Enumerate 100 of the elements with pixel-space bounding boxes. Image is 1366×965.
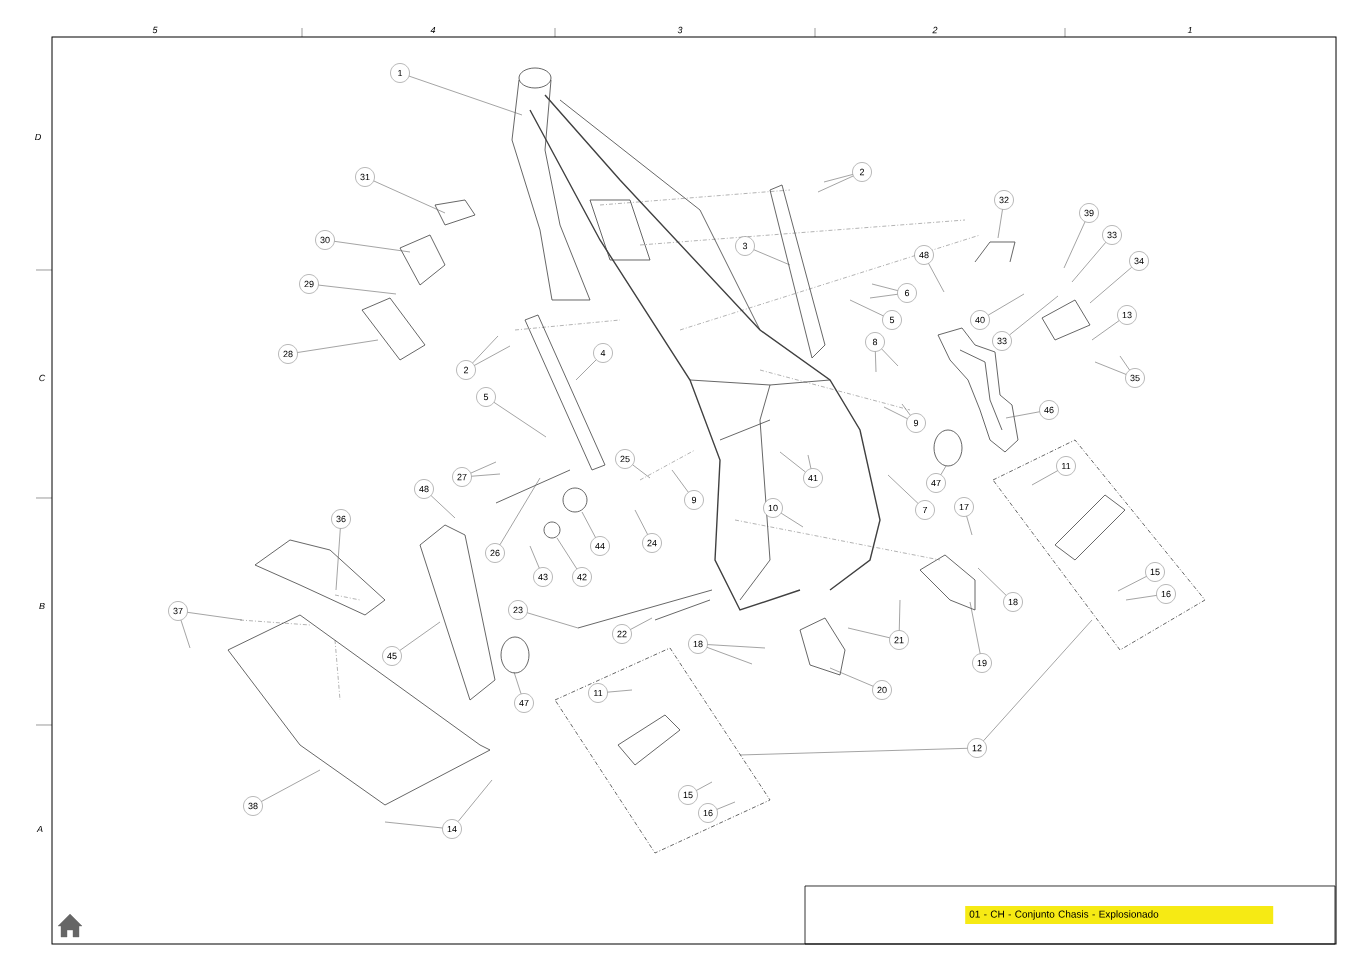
leader-line <box>753 249 791 266</box>
callout-number: 30 <box>315 230 335 250</box>
callout-number: 24 <box>642 533 662 553</box>
leader-line <box>671 469 689 493</box>
grid-label: 4 <box>430 26 436 34</box>
grid-label: 5 <box>152 26 158 34</box>
leader-line <box>297 339 379 353</box>
leader-line <box>983 619 1093 742</box>
leader-line <box>634 509 648 535</box>
leader-line <box>1119 355 1130 371</box>
leader-line <box>408 75 523 116</box>
callout-number: 3 <box>735 236 755 256</box>
leader-line <box>829 667 874 687</box>
leader-line <box>1125 595 1157 601</box>
leader-line <box>575 359 597 381</box>
grid-label: 2 <box>932 26 938 34</box>
leader-line <box>869 294 898 299</box>
callout-number: 19 <box>972 653 992 673</box>
leader-line <box>817 175 854 193</box>
leader-line <box>887 474 919 504</box>
callout-number: 17 <box>954 497 974 517</box>
leader-line <box>457 779 493 822</box>
callout-number: 15 <box>1145 562 1165 582</box>
leader-line <box>1089 267 1132 304</box>
leader-line <box>471 473 501 477</box>
callout-number: 47 <box>514 693 534 713</box>
leader-line <box>632 464 651 479</box>
leader-line <box>977 567 1007 596</box>
callout-number: 42 <box>572 567 592 587</box>
leader-line <box>881 348 899 367</box>
callout-number: 7 <box>915 500 935 520</box>
callout-number: 9 <box>684 490 704 510</box>
callout-number: 29 <box>299 274 319 294</box>
callout-number: 23 <box>508 600 528 620</box>
leader-line <box>823 174 853 183</box>
callout-number: 12 <box>967 738 987 758</box>
leader-line <box>1031 470 1058 486</box>
callout-number: 13 <box>1117 305 1137 325</box>
leader-line <box>474 345 511 366</box>
leader-line <box>261 769 321 802</box>
leader-line <box>1005 411 1040 419</box>
leader-line <box>334 241 411 253</box>
leader-line <box>399 621 441 651</box>
leader-line <box>739 748 968 756</box>
callout-number: 20 <box>872 680 892 700</box>
callout-number: 48 <box>414 479 434 499</box>
title-bar: 01 - CH - Conjunto Chasis - Explosionado <box>965 906 1274 924</box>
callout-number: 18 <box>1003 592 1023 612</box>
callout-number: 4 <box>593 343 613 363</box>
leader-line <box>373 180 446 214</box>
callout-number: 15 <box>678 785 698 805</box>
leader-line <box>335 528 341 591</box>
callout-number: 16 <box>1156 584 1176 604</box>
leader-line <box>187 612 243 621</box>
leader-line <box>607 689 633 693</box>
leader-line <box>1063 221 1086 269</box>
leader-line <box>898 599 901 631</box>
callout-number: 2 <box>456 360 476 380</box>
callout-number: 41 <box>803 468 823 488</box>
leader-line <box>493 402 547 438</box>
callout-number: 43 <box>533 567 553 587</box>
leader-line <box>1009 295 1059 336</box>
callout-number: 18 <box>688 634 708 654</box>
callout-number: 35 <box>1125 368 1145 388</box>
callout-number: 1 <box>390 63 410 83</box>
callout-number: 11 <box>588 683 608 703</box>
callout-number: 14 <box>442 819 462 839</box>
callout-number: 33 <box>992 331 1012 351</box>
leader-line <box>472 335 499 364</box>
leader-line <box>875 351 877 373</box>
callout-number: 2 <box>852 162 872 182</box>
callout-number: 9 <box>906 413 926 433</box>
callout-number: 32 <box>994 190 1014 210</box>
callout-number: 5 <box>476 387 496 407</box>
callout-number: 10 <box>763 498 783 518</box>
leader-line <box>318 284 397 295</box>
leader-line <box>780 512 804 528</box>
callout-number: 6 <box>897 283 917 303</box>
leader-line <box>1091 320 1120 341</box>
leader-line <box>1094 361 1127 375</box>
leader-line <box>384 821 443 829</box>
grid-label: 3 <box>677 26 683 34</box>
leader-line <box>527 612 579 629</box>
grid-label: B <box>39 602 45 610</box>
leader-line <box>969 601 981 654</box>
callout-number: 27 <box>452 467 472 487</box>
grid-label: A <box>36 825 43 833</box>
callout-number: 48 <box>914 245 934 265</box>
callout-number: 40 <box>970 310 990 330</box>
callout-number: 5 <box>882 310 902 330</box>
callout-number: 31 <box>355 167 375 187</box>
leader-line <box>716 801 736 810</box>
grid-label: C <box>39 374 46 382</box>
callout-number: 26 <box>485 543 505 563</box>
leader-line <box>513 671 522 695</box>
leader-line <box>988 293 1025 316</box>
leader-line <box>997 209 1003 239</box>
leader-line <box>430 495 456 519</box>
leader-line <box>883 406 908 419</box>
leader-line <box>807 454 812 469</box>
